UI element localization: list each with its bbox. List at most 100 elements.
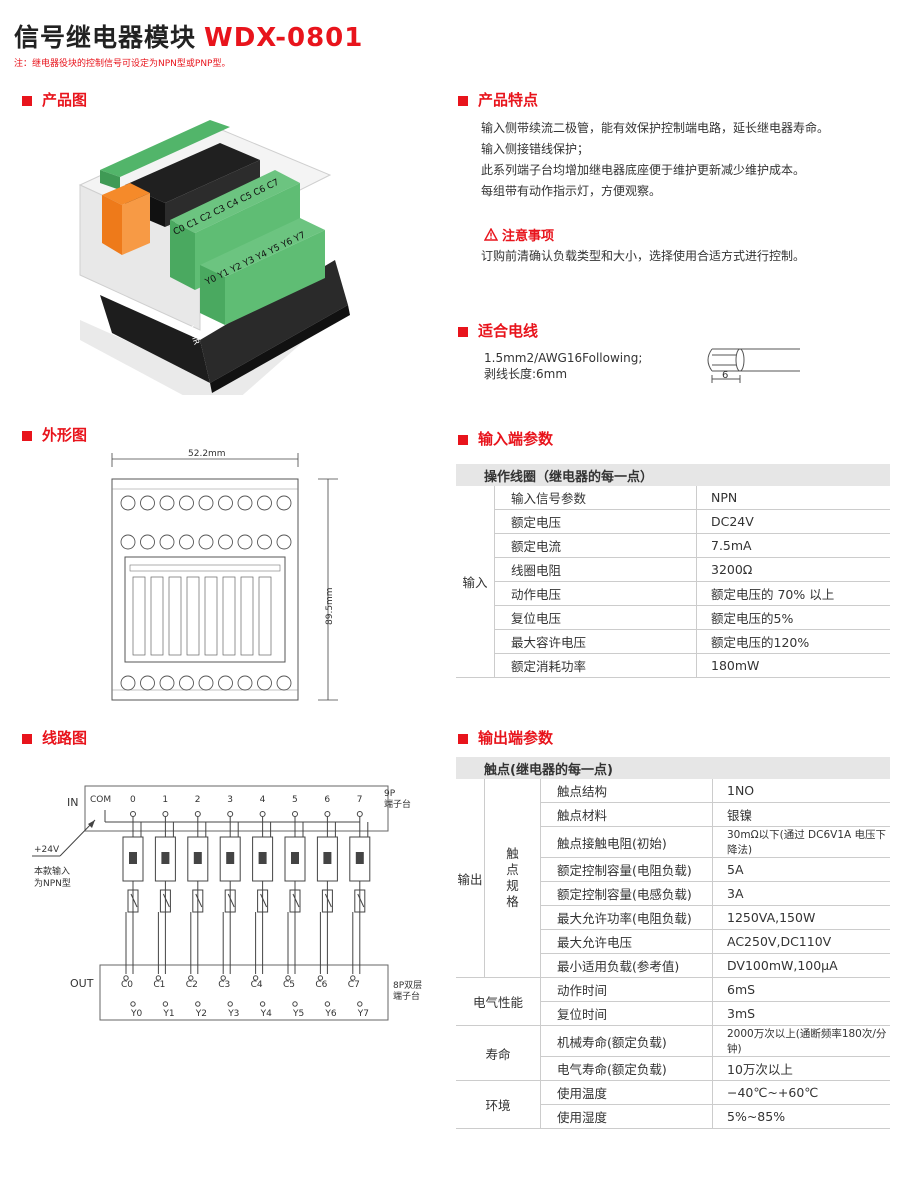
table-row: 电气寿命(额定负载)10万次以上 — [456, 1056, 890, 1081]
terminal-dot — [162, 811, 169, 817]
relay-outline — [240, 576, 254, 656]
terminal-screw — [198, 534, 214, 550]
terminal-screw — [257, 495, 272, 511]
contact-box — [354, 889, 366, 913]
param-name: 最大允许电压 — [540, 929, 713, 954]
input-number: 4 — [260, 795, 266, 805]
terminal-screw — [218, 675, 233, 691]
caution-title: 注意事项 — [502, 229, 555, 244]
param-name: 线圈电阻 — [494, 557, 697, 582]
tb8-label-2: 端子台 — [393, 990, 420, 1002]
output-y-label: Y4 — [260, 1009, 272, 1019]
output-y-label: Y2 — [195, 1009, 207, 1019]
contact-group-cell: 触点规格 — [484, 779, 541, 978]
plus24v-label: +24V — [34, 845, 60, 855]
param-name: 额定控制容量(电感负载) — [540, 881, 713, 906]
input-number: 6 — [324, 795, 330, 805]
contact-box — [224, 889, 236, 913]
param-name: 额定电流 — [494, 533, 697, 558]
terminal-screw — [237, 534, 253, 550]
table-row: 最大容许电压额定电压的120% — [456, 629, 890, 654]
param-value: DV100mW,100μA — [712, 953, 890, 978]
terminal-dot — [194, 811, 201, 817]
terminal-screw — [218, 495, 233, 511]
contact-box — [321, 889, 333, 913]
param-value: 额定电压的 70% 以上 — [696, 581, 890, 606]
param-value: 1NO — [712, 779, 890, 803]
coil-symbol — [291, 852, 299, 864]
coil-symbol — [161, 852, 170, 864]
param-value: 30mΩ以下(通过 DC6V1A 电压下降法) — [712, 826, 890, 858]
param-name: 触点结构 — [540, 779, 713, 803]
terminal-screw — [120, 675, 136, 691]
relay-outline — [186, 576, 200, 656]
param-name: 动作时间 — [540, 977, 713, 1002]
relay-outline — [150, 576, 164, 656]
param-name: 最大允许功率(电阻负载) — [540, 905, 713, 930]
strip-dimension-label: 6 — [722, 370, 728, 381]
terminal-screw — [159, 495, 175, 511]
com-label: COM — [90, 795, 111, 805]
section-circuit: 线路图 — [22, 727, 87, 748]
param-name: 复位时间 — [540, 1001, 713, 1026]
terminal-screws — [120, 495, 292, 691]
terminal-dot — [130, 811, 136, 817]
output-y-label: Y5 — [292, 1009, 304, 1019]
param-name: 动作电压 — [494, 581, 697, 606]
table-row: 触点材料银镍 — [456, 802, 890, 827]
env-group-cell: 环境 — [456, 1080, 541, 1129]
relay-outline — [258, 576, 272, 656]
table-row: 环境使用温度−40℃~+60℃ — [456, 1080, 890, 1129]
table-row: 动作电压额定电压的 70% 以上 — [456, 581, 890, 606]
terminal-screw — [159, 675, 175, 691]
param-name: 触点接触电阻(初始) — [540, 826, 713, 858]
relay-outline — [222, 576, 236, 656]
param-value: 2000万次以上(通断频率180次/分钟) — [712, 1025, 890, 1057]
tb8-label-1: 8P双层 — [393, 980, 422, 991]
relay-outline — [168, 576, 182, 656]
photo-top-labels: C0 C1 C2 C3 C4 C5 C6 C7 — [172, 178, 281, 238]
out-label: OUT — [70, 977, 94, 990]
output-c-label: C2 — [186, 980, 198, 990]
output-y-label: Y1 — [162, 1009, 174, 1019]
terminal-screw — [120, 534, 136, 550]
feature-item: 此系列端子台均增加继电器底座便于维护更新减少维护成本。 — [481, 163, 806, 177]
terminal-screw — [140, 675, 155, 691]
outline-drawing: 52.2mm 89.5mm — [111, 449, 338, 701]
terminal-screw — [276, 534, 292, 550]
param-value: 5%~85% — [712, 1104, 890, 1129]
terminal-screw — [276, 675, 292, 691]
relay-outline — [204, 576, 218, 656]
wire-gauge: 1.5mm2/AWG16Following; — [484, 351, 643, 365]
outline-height-label: 89.5mm — [325, 587, 335, 625]
param-name: 复位电压 — [494, 605, 697, 630]
features-list: 输入侧带续流二极管，能有效保护控制端电路，延长继电器寿命。 输入侧接错线保护； … — [481, 118, 901, 202]
terminal-dot — [356, 811, 363, 817]
param-value: 3200Ω — [696, 557, 890, 582]
param-name: 使用温度 — [540, 1080, 713, 1105]
model-number: WDX-0801 — [204, 23, 364, 53]
elec-group-cell: 电气性能 — [456, 977, 541, 1026]
wire-strip-diagram: 6 — [707, 348, 800, 383]
output-y-label: Y0 — [130, 1009, 142, 1019]
coil-symbol — [258, 852, 267, 864]
life-group-cell: 寿命 — [456, 1025, 541, 1081]
output-c-label: C7 — [348, 980, 360, 990]
output-group-cell: 输出 — [456, 779, 485, 978]
relay-outline — [132, 576, 146, 656]
table-row: 复位电压额定电压的5% — [456, 605, 890, 630]
coil-symbol — [193, 852, 202, 864]
feature-item: 每组带有动作指示灯，方便观察。 — [481, 184, 662, 198]
terminal-screw — [257, 675, 272, 691]
output-c-label: C6 — [315, 980, 327, 990]
param-value: 7.5mA — [696, 533, 890, 558]
param-name: 触点材料 — [540, 802, 713, 827]
param-name: 额定消耗功率 — [494, 653, 697, 678]
